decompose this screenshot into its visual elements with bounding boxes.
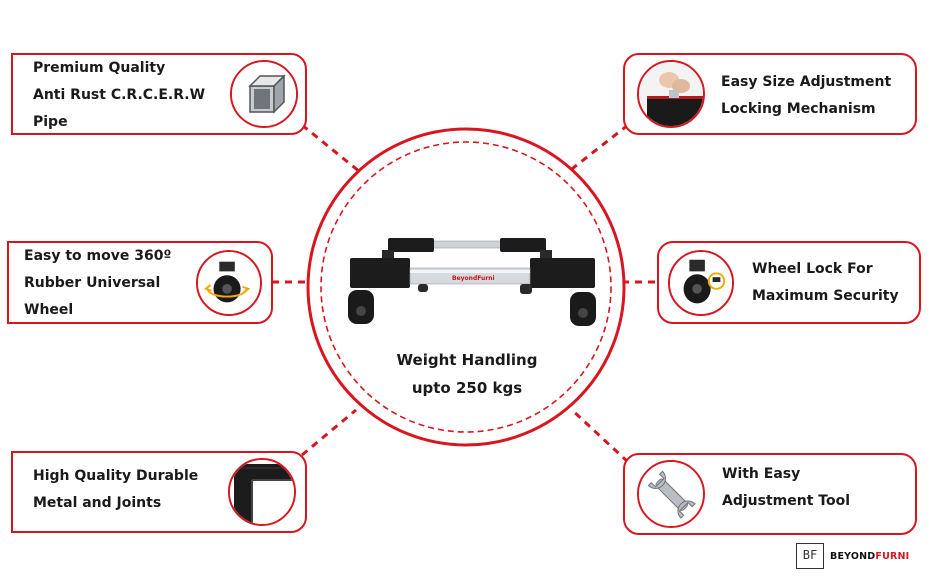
locking-mechanism-thumbnail — [637, 60, 705, 128]
feature-text: Premium Quality Anti Rust C.R.C.E.R.W Pi… — [33, 55, 205, 136]
trolley-stand-image: BeyondFurni — [348, 238, 596, 326]
feature-line: Wheel Lock For — [752, 261, 873, 277]
brand-mark: BF — [796, 543, 824, 569]
feature-line: Rubber Universal — [24, 275, 161, 291]
feature-line: Easy to move 360º — [24, 248, 172, 264]
square-pipe-thumbnail — [230, 60, 298, 128]
feature-line: Wheel — [24, 302, 74, 318]
feature-line: Easy Size Adjustment — [721, 74, 892, 90]
feature-line: Locking Mechanism — [721, 101, 876, 117]
feature-line: With Easy — [722, 466, 801, 482]
feature-line: Metal and Joints — [33, 495, 162, 511]
feature-text: Easy Size Adjustment Locking Mechanism — [721, 69, 891, 123]
wheel-lock-thumbnail — [668, 250, 734, 316]
wrench-thumbnail — [637, 460, 705, 528]
inner-dashed-circle — [320, 141, 612, 433]
universal-wheel-thumbnail — [196, 250, 262, 316]
brand-name: BEYONDFURNI — [830, 551, 909, 562]
brand-logo: BF BEYONDFURNI — [796, 541, 909, 571]
brand-name-part1: BEYOND — [830, 550, 876, 562]
feature-text: With Easy Adjustment Tool — [722, 461, 850, 515]
feature-line: Pipe — [33, 114, 68, 130]
weight-handling-line1: Weight Handling — [396, 351, 538, 369]
feature-line: Premium Quality — [33, 60, 166, 76]
product-label: BeyondFurni — [452, 275, 495, 282]
weight-handling-line2: upto 250 kgs — [411, 379, 523, 397]
feature-line: Adjustment Tool — [722, 493, 850, 509]
outer-circle — [306, 127, 626, 447]
feature-line: Anti Rust C.R.C.E.R.W — [33, 87, 206, 103]
feature-line: High Quality Durable — [33, 468, 199, 484]
feature-text: Easy to move 360º Rubber Universal Wheel — [24, 243, 171, 324]
feature-text: High Quality Durable Metal and Joints — [33, 463, 198, 517]
metal-joint-thumbnail — [228, 458, 296, 526]
brand-name-part2: FURNI — [875, 550, 910, 562]
feature-text: Wheel Lock For Maximum Security — [752, 256, 899, 310]
feature-line: Maximum Security — [752, 288, 899, 304]
